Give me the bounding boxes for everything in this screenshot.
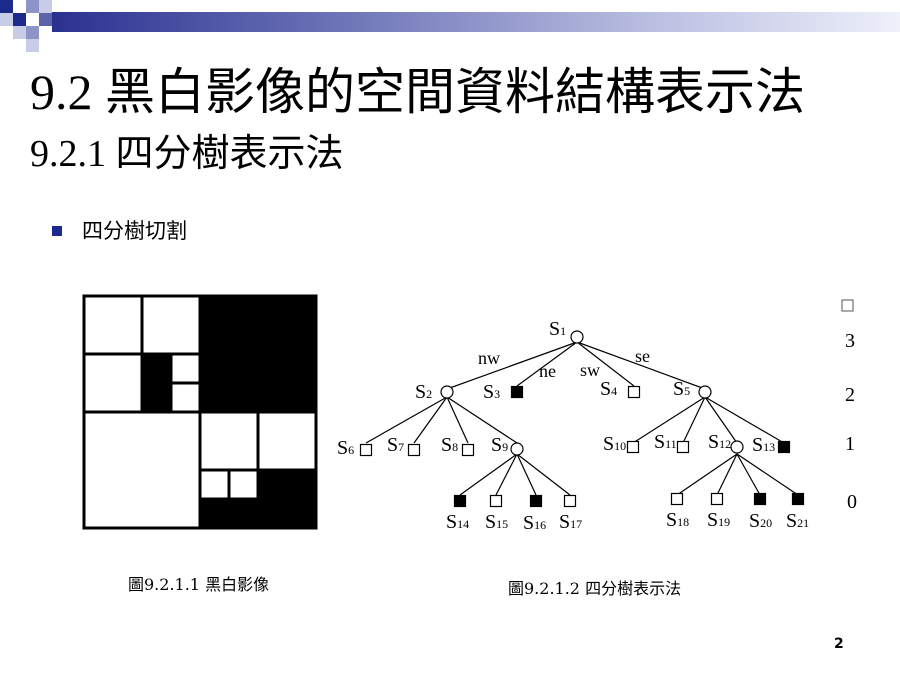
node-s14-black (453, 494, 467, 508)
level-2: 2 (845, 384, 855, 406)
caption-tree: 圖9.2.1.2 四分樹表示法 (508, 579, 682, 598)
edge-label-se: se (635, 346, 650, 366)
region-s14 (142, 354, 171, 383)
node-s19-white (710, 492, 724, 506)
node-label-s15: S15 (485, 511, 508, 533)
node-label-s14: S14 (446, 511, 469, 533)
node-label-s18: S18 (666, 509, 689, 531)
node-s4-white (627, 385, 641, 399)
header-gradient-bar (52, 12, 900, 32)
empty-square-icon (841, 299, 854, 312)
bullet-text: 四分樹切割 (82, 219, 187, 243)
node-label-s10: S10 (603, 433, 626, 455)
node-s1-internal (570, 330, 584, 344)
node-s9-internal (510, 442, 524, 456)
page-number: 2 (834, 636, 844, 652)
caption-image: 圖9.2.1.1 黑白影像 (128, 575, 270, 594)
node-s5-internal (698, 385, 712, 399)
slide-title: 9.2 黑白影像的空間資料結構表示法 (30, 64, 805, 120)
node-s2-internal (440, 385, 454, 399)
node-s17-white (563, 494, 577, 508)
node-label-s16: S16 (523, 512, 546, 534)
node-s21-black (791, 492, 805, 506)
node-s13-black (777, 440, 791, 454)
region-s18 (198, 468, 231, 501)
node-label-s8: S8 (441, 434, 458, 456)
region-s16 (142, 383, 171, 412)
binary-image (82, 294, 318, 530)
tree-edges (365, 341, 799, 496)
level-1: 1 (845, 433, 855, 455)
edge-label-sw: sw (580, 360, 600, 380)
node-s16-black (529, 494, 543, 508)
edge-label-ne: ne (539, 361, 556, 381)
node-s20-black (753, 492, 767, 506)
slide-subtitle: 9.2.1 四分樹表示法 (30, 133, 344, 175)
node-label-s3: S3 (483, 381, 500, 403)
node-s12-internal (730, 440, 744, 454)
node-label-s7: S7 (387, 434, 404, 456)
node-s10-white (626, 440, 640, 454)
region-s19 (227, 468, 260, 501)
node-label-s12: S12 (708, 431, 731, 453)
tree-node-shapes (359, 330, 805, 508)
region-s3 (200, 296, 316, 412)
node-s8-white (461, 443, 475, 457)
corner-decoration (0, 0, 120, 60)
node-label-s9: S9 (491, 434, 508, 456)
node-label-s2: S2 (415, 381, 432, 403)
node-s3-black (510, 385, 524, 399)
node-label-s6: S6 (337, 437, 354, 459)
node-s18-white (670, 492, 684, 506)
node-label-s11: S11 (654, 431, 677, 453)
node-s15-white (489, 494, 503, 508)
node-label-s17: S17 (559, 511, 582, 533)
node-s7-white (407, 443, 421, 457)
node-label-s19: S19 (707, 509, 730, 531)
node-label-s4: S4 (600, 378, 617, 400)
node-s6-white (359, 443, 373, 457)
node-label-s1: S1 (549, 318, 566, 340)
bullet-square-icon (52, 226, 62, 236)
node-label-s5: S5 (673, 378, 690, 400)
node-label-s13: S13 (752, 434, 775, 456)
edge-label-nw: nw (478, 348, 500, 368)
level-3: 3 (845, 330, 855, 352)
node-label-s20: S20 (749, 510, 772, 532)
node-s11-white (676, 440, 690, 454)
node-label-s21: S21 (786, 510, 809, 532)
level-0: 0 (847, 491, 857, 513)
region-s13 (258, 470, 316, 528)
